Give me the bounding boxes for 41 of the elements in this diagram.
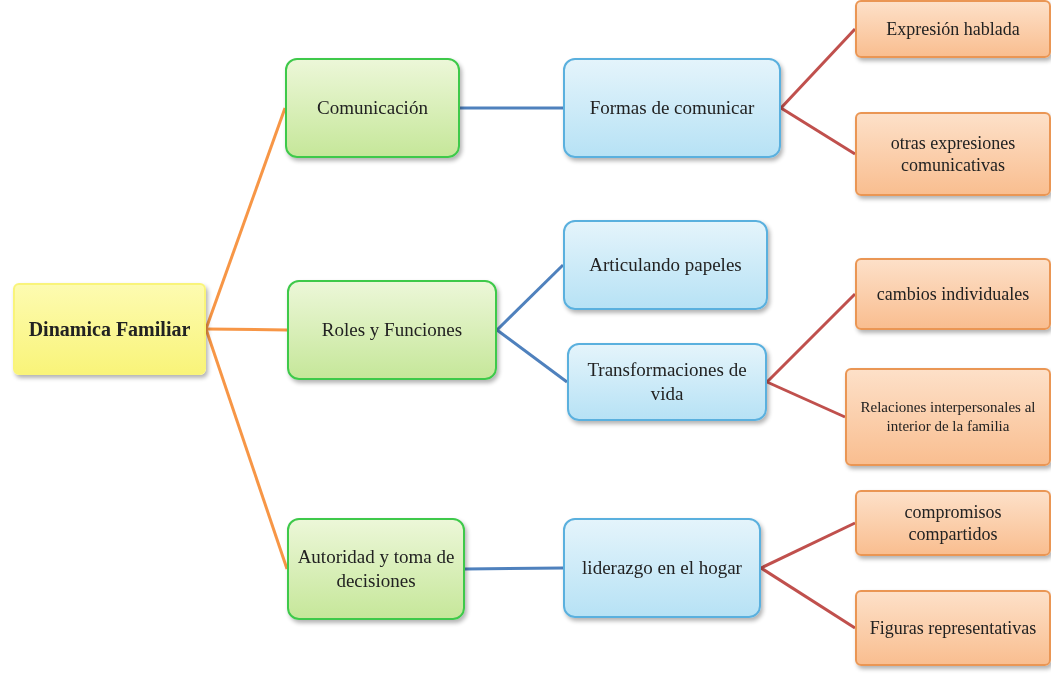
connector-line	[496, 328, 568, 384]
connector-line	[495, 263, 565, 332]
connector-line	[766, 380, 846, 419]
box-label: Formas de comunicar	[589, 96, 755, 120]
topic-box	[855, 590, 1051, 666]
topic-box	[563, 518, 761, 618]
box-label: Expresión hablada	[886, 17, 1020, 41]
box-label: otras expresiones comunicativas	[889, 131, 1017, 177]
connector-line	[460, 106, 563, 110]
connector-line	[465, 566, 563, 571]
topic-box	[855, 112, 1051, 196]
topic-box	[563, 220, 768, 310]
box-label: Comunicación	[317, 96, 428, 120]
box-label: Roles y Funciones	[321, 318, 463, 342]
topic-box	[845, 368, 1051, 466]
topic-box	[855, 258, 1051, 330]
box-label: Articulando papeles	[589, 253, 742, 277]
box-label: liderazgo en el hogar	[582, 556, 742, 580]
topic-box	[285, 58, 460, 158]
box-label: Dinamica Familiar	[28, 316, 191, 342]
connector-line	[765, 292, 857, 384]
topic-box	[567, 343, 767, 421]
connector-line	[779, 27, 857, 110]
connector-line	[780, 106, 856, 156]
connector-line	[204, 107, 287, 330]
connector-line	[205, 327, 288, 332]
topic-box	[13, 283, 206, 375]
topic-box	[563, 58, 781, 158]
topic-box	[287, 518, 465, 620]
box-label: Relaciones interpersonales al interior de la familia	[859, 398, 1037, 436]
box-label: Transformaciones de vida	[586, 358, 748, 406]
connector-line	[760, 566, 856, 630]
topic-box	[855, 0, 1051, 58]
topic-box	[287, 280, 497, 380]
connector-line	[204, 328, 289, 570]
topic-box	[855, 490, 1051, 556]
connector-line	[760, 521, 856, 570]
box-label: Autoridad y toma de decisiones	[296, 545, 456, 593]
box-label: cambios individuales	[876, 282, 1030, 306]
box-label: Figuras representativas	[869, 616, 1037, 640]
box-label: compromisos compartidos	[903, 500, 1003, 546]
